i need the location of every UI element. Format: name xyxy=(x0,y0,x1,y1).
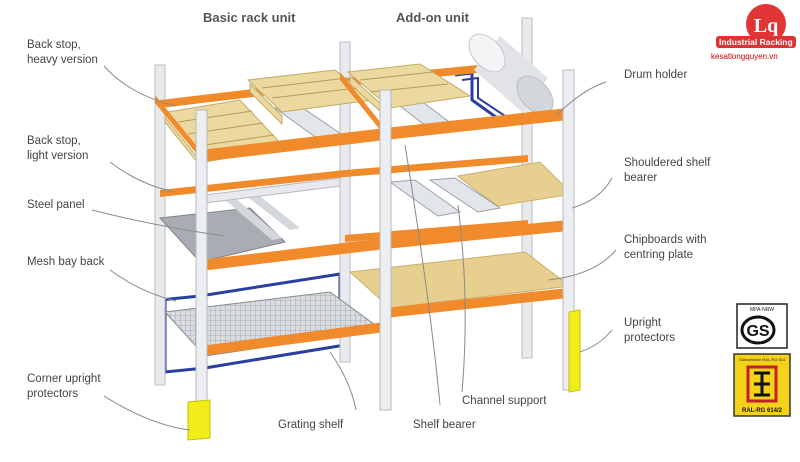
brand-name: Industrial Racking xyxy=(716,36,796,48)
heading-basic-rack-unit: Basic rack unit xyxy=(203,10,296,25)
ral-top-text: Gütezeichen RAL-RG 614 xyxy=(739,357,786,362)
brand-site: kesatlongquyen.vn xyxy=(711,52,778,61)
label-drum-holder: Drum holder xyxy=(624,69,688,81)
label-upright-protectors: Upright protectors xyxy=(624,317,676,344)
gs-certification-icon: MPA-NRW GS xyxy=(736,303,788,349)
label-back-stop-light: Back stop, light version xyxy=(27,135,89,162)
ral-bottom-text: RAL-RG 614/2 xyxy=(742,408,783,414)
gs-mark-text: GS xyxy=(746,323,769,340)
steel-panel xyxy=(158,193,300,263)
label-mesh-bay-back: Mesh bay back xyxy=(27,256,105,268)
label-shelf-bearer: Shelf bearer xyxy=(413,419,476,431)
brand-logo-icon: Lq xyxy=(746,4,786,44)
chipboard-upper xyxy=(456,161,574,207)
ral-quality-icon: Gütezeichen RAL-RG 614 RAL-RG 614/2 xyxy=(733,353,791,417)
label-chipboards-centring-plate: Chipboards with centring plate xyxy=(624,234,707,261)
drum xyxy=(468,33,554,115)
leader-lines xyxy=(91,65,617,431)
heading-add-on-unit: Add-on unit xyxy=(396,10,469,25)
upright-protectors xyxy=(187,309,581,441)
gs-top-text: MPA-NRW xyxy=(750,307,774,313)
label-shouldered-shelf-bearer: Shouldered shelf bearer xyxy=(624,157,711,184)
label-grating-shelf: Grating shelf xyxy=(278,419,344,431)
label-steel-panel: Steel panel xyxy=(27,199,85,211)
label-corner-upright-protectors: Corner upright protectors xyxy=(27,373,101,400)
label-back-stop-heavy: Back stop, heavy version xyxy=(27,39,98,66)
logo-mark: Lq xyxy=(754,15,778,37)
label-channel-support: Channel support xyxy=(462,395,547,407)
front-beams xyxy=(155,72,568,356)
